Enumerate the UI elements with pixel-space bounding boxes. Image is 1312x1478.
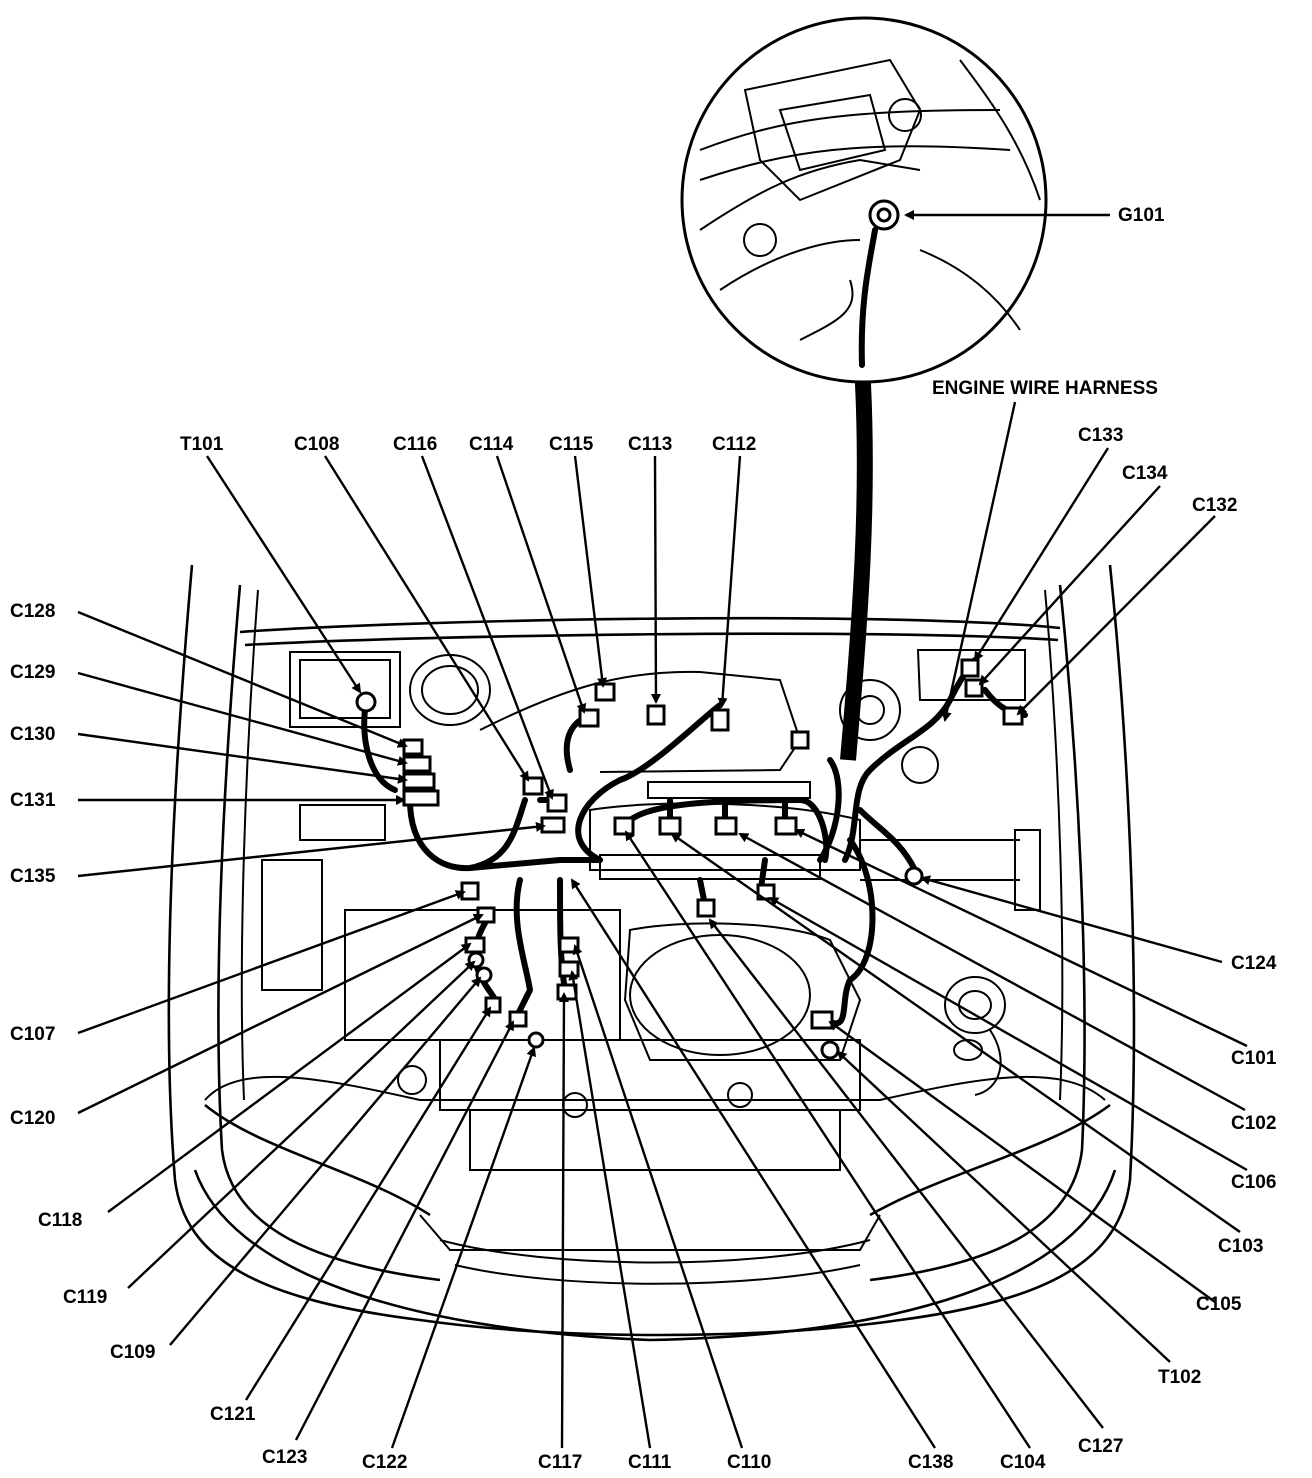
connector-C107 xyxy=(460,881,480,901)
label-C129: C129 xyxy=(10,662,55,683)
label-C102: C102 xyxy=(1231,1113,1276,1134)
g101-inset xyxy=(680,16,1048,384)
connector-C112 xyxy=(710,708,730,732)
engine-wire-harness-title: ENGINE WIRE HARNESS xyxy=(932,378,1158,399)
label-C105: C105 xyxy=(1196,1294,1242,1315)
leader-lines xyxy=(77,210,1248,1449)
label-C116: C116 xyxy=(393,434,437,455)
label-C108: C108 xyxy=(294,434,339,455)
connector-C102 xyxy=(774,816,798,836)
connector-C127 xyxy=(696,898,716,918)
connector-C123 xyxy=(508,1010,528,1028)
connector-C113 xyxy=(646,704,666,726)
connector-C103 xyxy=(714,816,738,836)
label-C133: C133 xyxy=(1078,425,1123,446)
label-C128: C128 xyxy=(10,601,55,622)
connector-C128 xyxy=(402,738,424,756)
connector-C101 xyxy=(790,730,810,750)
label-C107: C107 xyxy=(10,1024,55,1045)
label-C111: C111 xyxy=(628,1452,672,1473)
connector-C133 xyxy=(960,658,980,678)
label-C135: C135 xyxy=(10,866,56,887)
label-C110: C110 xyxy=(727,1452,771,1473)
connector-T101 xyxy=(355,691,377,713)
label-C138: C138 xyxy=(908,1452,953,1473)
label-C118: C118 xyxy=(38,1210,82,1231)
label-G101: G101 xyxy=(1118,205,1165,226)
connector-C130 xyxy=(402,772,436,790)
connector-C111 xyxy=(558,960,580,978)
label-T101: T101 xyxy=(180,434,224,455)
label-C123: C123 xyxy=(262,1447,307,1468)
car-body-outline xyxy=(167,564,1136,1342)
label-C113: C113 xyxy=(628,434,672,455)
connector-C104 xyxy=(658,816,682,836)
label-C131: C131 xyxy=(10,790,56,811)
connector-C135 xyxy=(540,816,566,834)
label-C114: C114 xyxy=(469,434,514,455)
label-C120: C120 xyxy=(10,1108,55,1129)
label-C124: C124 xyxy=(1231,953,1277,974)
connector-T102 xyxy=(820,1040,840,1060)
label-C127: C127 xyxy=(1078,1436,1123,1457)
connector-C131 xyxy=(402,789,440,807)
label-C103: C103 xyxy=(1218,1236,1263,1257)
label-C122: C122 xyxy=(362,1452,407,1473)
connector-C115 xyxy=(594,682,616,702)
label-C130: C130 xyxy=(10,724,55,745)
connector-C122 xyxy=(527,1031,545,1049)
connector-C105 xyxy=(810,1010,834,1030)
connector-C124 xyxy=(904,866,924,886)
connector-C138 xyxy=(613,816,635,836)
connector-C134 xyxy=(964,678,984,698)
label-C106: C106 xyxy=(1231,1172,1276,1193)
label-T102: T102 xyxy=(1158,1367,1201,1388)
label-C115: C115 xyxy=(549,434,594,455)
label-C134: C134 xyxy=(1122,463,1168,484)
connector-C129 xyxy=(402,755,432,773)
connectors xyxy=(355,658,1024,1060)
label-C101: C101 xyxy=(1231,1048,1277,1069)
label-C112: C112 xyxy=(712,434,756,455)
connector-C114 xyxy=(578,708,600,728)
label-C109: C109 xyxy=(110,1342,155,1363)
connector-C132 xyxy=(1002,706,1024,726)
label-C117: C117 xyxy=(538,1452,582,1473)
label-C104: C104 xyxy=(1000,1452,1046,1473)
label-C121: C121 xyxy=(210,1404,256,1425)
label-C119: C119 xyxy=(63,1287,107,1308)
label-C132: C132 xyxy=(1192,495,1237,516)
engine-components xyxy=(261,649,1041,1096)
connector-C108 xyxy=(522,776,544,796)
